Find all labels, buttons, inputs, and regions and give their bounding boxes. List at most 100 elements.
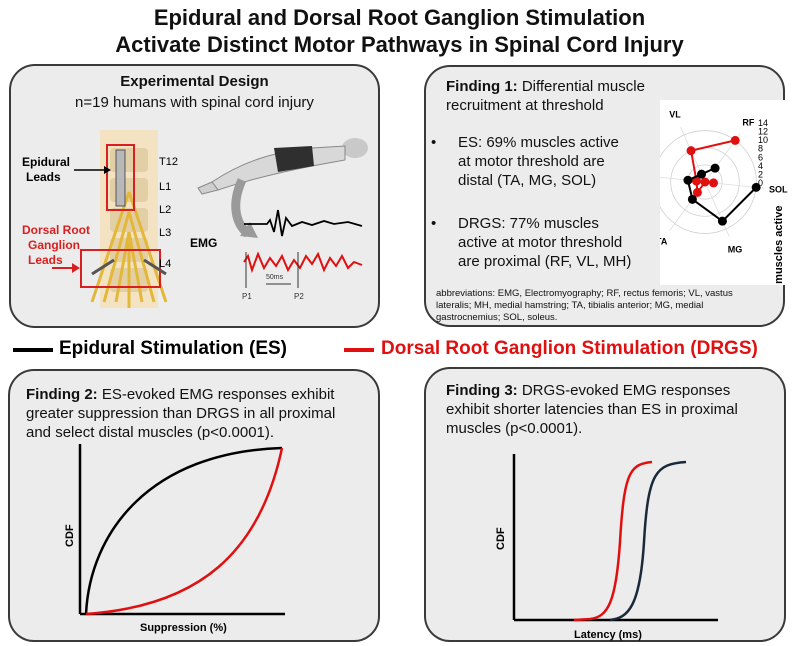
abbrev-line-3: gastrocnemius; SOL, soleus. [436, 312, 558, 323]
radar-tick-14: 14 [758, 118, 768, 128]
radar-tick-0: 0 [758, 178, 763, 188]
radar-point-0-mh [691, 176, 701, 186]
cdf1-series-drgs [85, 447, 284, 616]
finding2-line-3: and select distal muscles (p<0.0001). [26, 424, 275, 441]
finding3-line-2: exhibit shorter latencies than ES in pro… [446, 401, 738, 418]
bullet1-line-1: ES: 69% muscles active [458, 134, 619, 151]
suppression-cdf-chart: CDF Suppression (%) [64, 444, 285, 634]
title-line-1: Epidural and Dorsal Root Ganglion Stimul… [153, 5, 646, 30]
radar-tick-8: 8 [758, 144, 763, 154]
radar-tick-6: 6 [758, 152, 763, 162]
cdf2-series-drgs [573, 460, 653, 622]
legend-drgs-line [344, 348, 374, 352]
finding2-panel [8, 369, 380, 642]
scale-label: 50ms [266, 274, 284, 281]
epidural-lead [115, 149, 126, 207]
legend-es-line [13, 348, 53, 352]
bullet2-dot: • [431, 215, 437, 232]
finding2-text: Finding 2: ES-evoked EMG responses exhib… [26, 385, 376, 442]
design-heading: Experimental Design [120, 73, 269, 90]
drg-label-2: Ganglion [28, 238, 80, 252]
bullet2-line-3: are proximal (RF, VL, MH) [458, 253, 632, 270]
abbrev-line-1: abbreviations: EMG, Electromyography; RF… [436, 288, 733, 299]
radar-axis-label-ta: TA [660, 237, 668, 247]
drg-lead-left [91, 258, 115, 276]
finding2-line-2: greater suppression than DRGS in all pro… [26, 405, 336, 422]
radar-point-1-mg [717, 216, 727, 226]
drg-label-3: Leads [28, 253, 63, 267]
radar-point-0-sol [709, 178, 719, 188]
legend-drgs-label: Dorsal Root Ganglion Stimulation (DRGS) [381, 338, 758, 359]
emg-label: EMG [190, 236, 217, 250]
radar-point-1-rf [710, 163, 720, 173]
radar-point-1-ta [687, 194, 697, 204]
drg-arrowhead [72, 263, 80, 273]
bullet1-line-2: at motor threshold are [458, 153, 605, 170]
drg-label-1: Dorsal Root [22, 223, 90, 237]
abbrev-line-2: lateralis; MH, medial hamstring; TA, tib… [436, 300, 704, 311]
emg-trace-black [244, 209, 363, 237]
radar-axis-label-rf: RF [742, 117, 754, 127]
radar-point-0-rf [730, 135, 740, 145]
title-line-2: Activate Distinct Motor Pathways in Spin… [115, 32, 684, 57]
finding1-bullet2: DRGS: 77% muscles active at motor thresh… [458, 214, 658, 271]
emg-curved-arrow [231, 178, 252, 238]
patient-figure [197, 138, 368, 195]
finding2-heading: Finding 2: [26, 386, 98, 403]
finding3-line-3: muscles (p<0.0001). [446, 420, 583, 437]
radar-axis-label-vl: VL [669, 110, 681, 120]
p2-label: P2 [294, 292, 304, 301]
bullet2-line-1: DRGS: 77% muscles [458, 215, 599, 232]
radar-point-1-mh [683, 175, 693, 185]
finding1-heading-label: Finding 1: [446, 78, 518, 95]
cdf2-xlabel: Latency (ms) [574, 629, 642, 641]
bullet1-line-3: distal (TA, MG, SOL) [458, 172, 597, 189]
finding3-line-1: DRGS-evoked EMG responses [521, 382, 731, 399]
radar-point-0-ta [692, 187, 702, 197]
radar-tick-4: 4 [758, 161, 763, 171]
design-panel [9, 64, 380, 328]
radar-axis-title: # muscles active [773, 206, 785, 285]
radar-tick-12: 12 [758, 127, 768, 137]
finding2-line-1: ES-evoked EMG responses exhibit [101, 386, 335, 403]
radar-point-1-sol [751, 182, 761, 192]
latency-cdf-chart: CDF Latency (ms) [495, 454, 718, 641]
level-l3: L3 [159, 227, 171, 239]
emg-trace-red [243, 251, 363, 274]
radar-tick-2: 2 [758, 169, 763, 179]
radar-point-0-vl [686, 146, 696, 156]
radar-labels: RFVLMHTAMGSOL [660, 110, 788, 255]
design-subtitle: n=19 humans with spinal cord injury [75, 94, 314, 111]
level-l1: L1 [159, 181, 171, 193]
finding3-heading: Finding 3: [446, 382, 518, 399]
p1-label: P1 [242, 292, 252, 301]
radar-axis-label-sol: SOL [769, 185, 788, 195]
radar-ring-12 [660, 130, 757, 234]
level-l2: L2 [159, 204, 171, 216]
emg-arrowhead [240, 222, 258, 238]
radar-axis-label-mg: MG [728, 244, 743, 254]
legend-es-label: Epidural Stimulation (ES) [59, 338, 288, 359]
finding1-abbreviations: abbreviations: EMG, Electromyography; RF… [436, 288, 776, 324]
cdf2-series-es [609, 460, 687, 622]
radar-spoke-mg [704, 181, 730, 237]
epidural-lead-box [106, 144, 135, 211]
radar-point-0-mg [700, 177, 710, 187]
finding1-bullet1: ES: 69% muscles active at motor threshol… [458, 133, 658, 190]
finding1-heading-rest: Differential muscle [521, 78, 645, 95]
finding1-heading: Finding 1: Differential muscle recruitme… [446, 77, 676, 115]
design-illustration: Epidural Leads Dorsal Root Ganglion Lead… [22, 130, 368, 308]
epidural-label-2: Leads [26, 170, 61, 184]
vertebra-3 [110, 208, 148, 232]
nerve-roots [90, 191, 168, 308]
epidural-arrowhead [104, 166, 111, 174]
cdf2-ylabel: CDF [495, 527, 507, 550]
bullet2-line-2: active at motor threshold [458, 234, 623, 251]
level-l4: L4 [159, 258, 171, 270]
finding3-text: Finding 3: DRGS-evoked EMG responses exh… [446, 381, 776, 438]
finding3-panel [424, 367, 786, 642]
radar-series [683, 135, 761, 226]
epidural-label-1: Epidural [22, 155, 70, 169]
